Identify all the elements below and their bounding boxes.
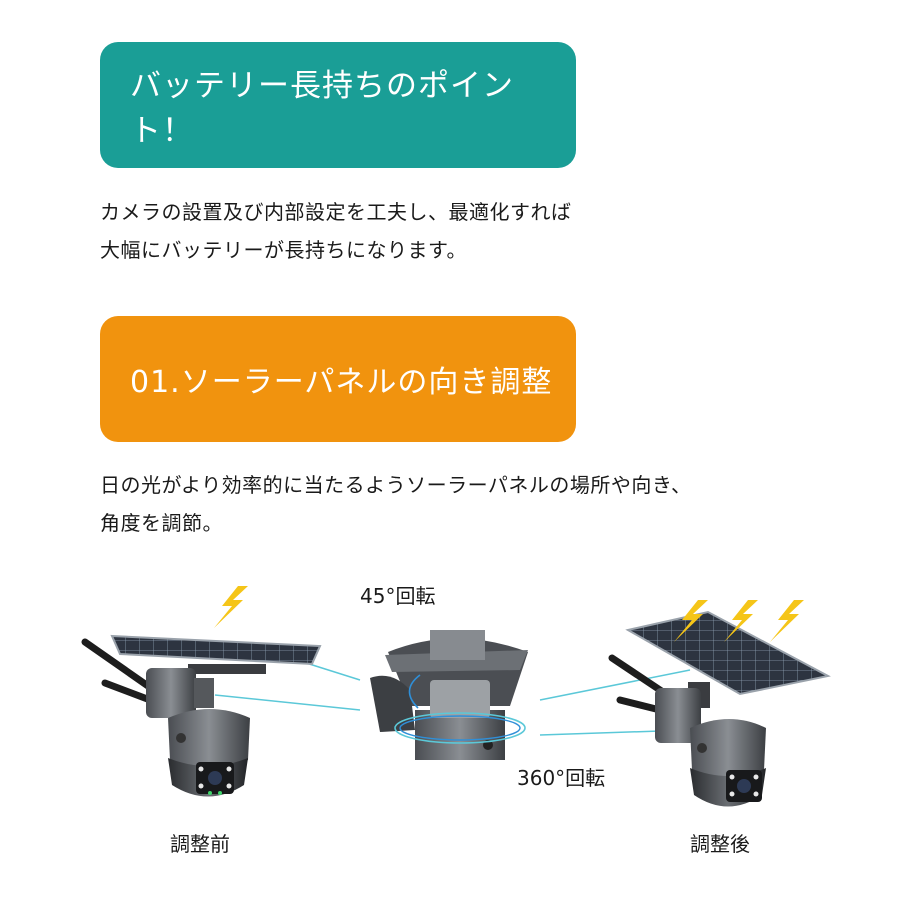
- battery-tips-title: バッテリー長持ちのポイント！: [130, 68, 514, 149]
- solar-description: 日の光がより効率的に当たるようソーラーパネルの場所や向き、 角度を調節。: [100, 466, 820, 542]
- intro-paragraph: カメラの設置及び内部設定を工夫し、最適化すれば 大幅にバッテリーが長持ちになりま…: [100, 193, 820, 269]
- solar-desc-line-1: 日の光がより効率的に当たるようソーラーパネルの場所や向き、: [100, 473, 692, 497]
- battery-tips-banner: バッテリー長持ちのポイント！: [100, 42, 576, 168]
- camera-before: [81, 634, 322, 797]
- intro-line-1: カメラの設置及び内部設定を工夫し、最適化すれば: [100, 200, 572, 224]
- intro-line-2: 大幅にバッテリーが長持ちになります。: [100, 238, 467, 262]
- solar-panel-title: 01.ソーラーパネルの向き調整: [130, 365, 553, 400]
- after-label: 調整後: [690, 832, 750, 856]
- solar-panel-banner: 01.ソーラーパネルの向き調整: [100, 316, 576, 442]
- solar-panel-after: [625, 610, 831, 696]
- rotation-360-label: 360°回転: [517, 766, 606, 790]
- solar-panel-before: [110, 634, 322, 666]
- rotation-45-label: 45°回転: [360, 584, 436, 608]
- before-label: 調整前: [170, 832, 230, 856]
- camera-after: [608, 610, 831, 807]
- solar-desc-line-2: 角度を調節。: [100, 511, 223, 535]
- camera-adjustment-illustration: [81, 586, 831, 807]
- lightning-icon: [214, 586, 248, 628]
- joint-closeup: [370, 630, 528, 760]
